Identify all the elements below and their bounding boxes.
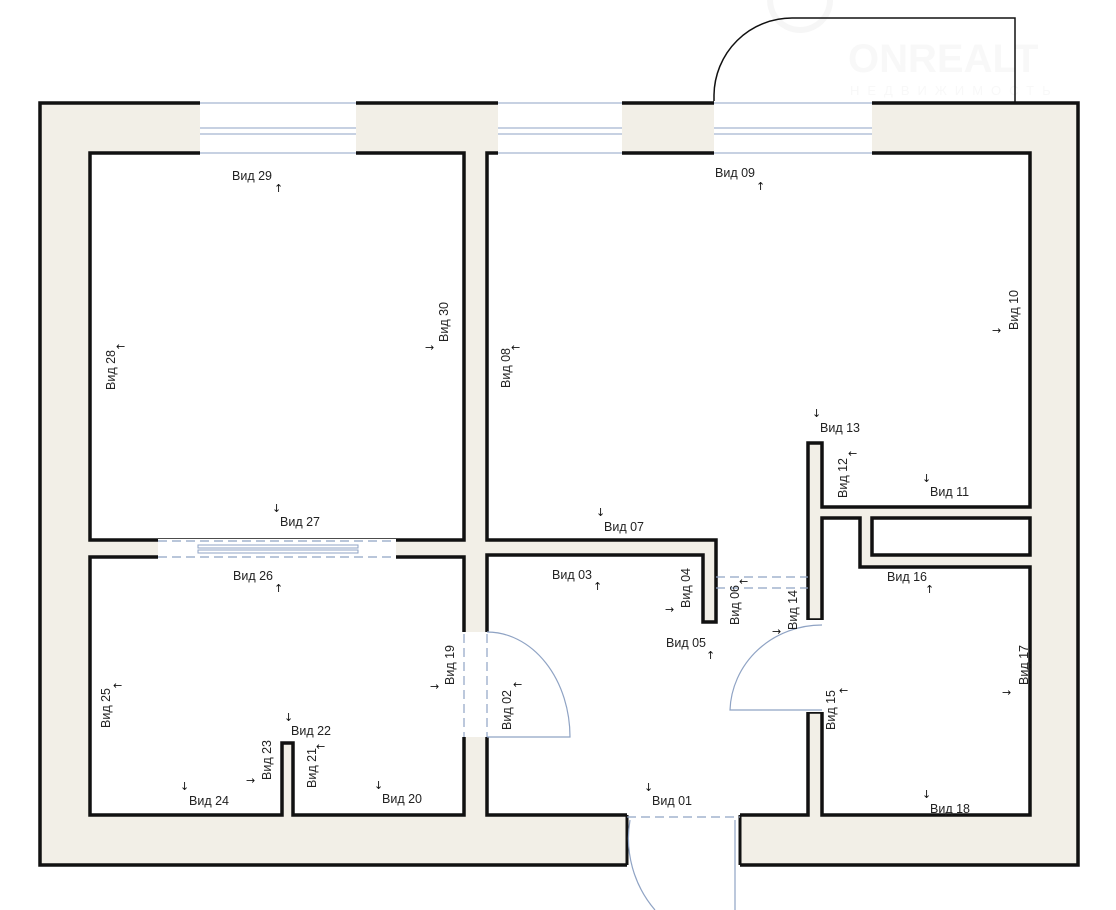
arrow-left-icon: ← (839, 684, 848, 697)
arrow-down-icon: ↓ (644, 781, 653, 794)
view-label: Вид 30 (437, 302, 451, 342)
view-label: Вид 12 (836, 458, 850, 498)
arrow-down-icon: ↓ (180, 780, 189, 793)
arrow-down-icon: ↓ (922, 788, 931, 801)
view-label: Вид 10 (1007, 290, 1021, 330)
view-markers: Вид 29↑ Вид 28← Вид 30→ Вид 27↓ Вид 26↑ … (99, 166, 1031, 816)
arrow-left-icon: ← (513, 678, 522, 691)
window-balcony-door (714, 101, 872, 155)
arrow-left-icon: ← (116, 340, 125, 353)
arrow-left-icon: ← (316, 740, 325, 753)
arrow-right-icon: → (1002, 686, 1011, 699)
view-label: Вид 25 (99, 688, 113, 728)
view-label: Вид 29 (232, 169, 272, 183)
arrow-down-icon: ↓ (922, 472, 931, 485)
arrow-up-icon: ↑ (274, 582, 283, 595)
view-label: Вид 14 (786, 590, 800, 630)
arrow-right-icon: → (772, 625, 781, 638)
view-label: Вид 08 (499, 348, 513, 388)
door-bedroom-hall (462, 631, 571, 738)
view-label: Вид 13 (820, 421, 860, 435)
onrealt-logo-watermark: ONREALT НЕДВИЖИМОСТЬ (767, 0, 1059, 98)
arrow-down-icon: ↓ (272, 502, 281, 515)
arrow-right-icon: → (246, 774, 255, 787)
arrow-left-icon: ← (511, 341, 520, 354)
view-label: Вид 19 (443, 645, 457, 685)
arrow-right-icon: → (425, 341, 434, 354)
view-label: Вид 20 (382, 792, 422, 806)
arrow-down-icon: ↓ (596, 506, 605, 519)
view-label: Вид 22 (291, 724, 331, 738)
watermark-brand: ONREALT (848, 37, 1038, 81)
view-label: Вид 04 (679, 568, 693, 608)
view-label: Вид 26 (233, 569, 273, 583)
window-top-left (200, 101, 356, 155)
view-label: Вид 27 (280, 515, 320, 529)
arrow-down-icon: ↓ (374, 779, 383, 792)
arrow-up-icon: ↑ (925, 583, 934, 596)
door-kitchen (729, 620, 824, 712)
arrow-right-icon: → (665, 603, 674, 616)
view-label: Вид 28 (104, 350, 118, 390)
room-bedroom-bottom-left (88, 555, 466, 817)
watermark-tagline: НЕДВИЖИМОСТЬ (850, 83, 1059, 98)
view-label: Вид 05 (666, 636, 706, 650)
arrow-down-icon: ↓ (284, 711, 293, 724)
window-top-middle (498, 101, 622, 155)
opening-living-hall (716, 576, 808, 589)
arrow-up-icon: ↑ (274, 182, 283, 195)
view-label: Вид 09 (715, 166, 755, 180)
pantry (870, 516, 1032, 557)
view-label: Вид 11 (930, 485, 969, 499)
view-label: Вид 03 (552, 568, 592, 582)
arrow-up-icon: ↑ (593, 580, 602, 593)
view-label: Вид 02 (500, 690, 514, 730)
arrow-down-icon: ↓ (812, 407, 821, 420)
view-label: Вид 21 (305, 748, 319, 788)
view-label: Вид 01 (652, 794, 692, 808)
view-label: Вид 15 (824, 690, 838, 730)
arrow-right-icon: → (992, 324, 1001, 337)
balcony-door-swing (713, 17, 1016, 103)
view-label: Вид 06 (728, 585, 742, 625)
view-label: Вид 16 (887, 570, 927, 584)
entrance-door (625, 813, 742, 910)
view-label: Вид 23 (260, 740, 274, 780)
arrow-right-icon: → (430, 680, 439, 693)
view-label: Вид 24 (189, 794, 229, 808)
arrow-left-icon: ← (739, 575, 748, 588)
room-bedroom-top-left (88, 151, 466, 542)
view-label: Вид 18 (930, 802, 970, 816)
arrow-up-icon: ↑ (706, 649, 715, 662)
sliding-door-bedrooms (158, 539, 396, 559)
room-living-hall-kitchen (485, 151, 1032, 817)
arrow-left-icon: ← (848, 447, 857, 460)
view-label: Вид 07 (604, 520, 644, 534)
view-label: Вид 17 (1017, 645, 1031, 685)
arrow-left-icon: ← (113, 679, 122, 692)
arrow-up-icon: ↑ (756, 180, 765, 193)
